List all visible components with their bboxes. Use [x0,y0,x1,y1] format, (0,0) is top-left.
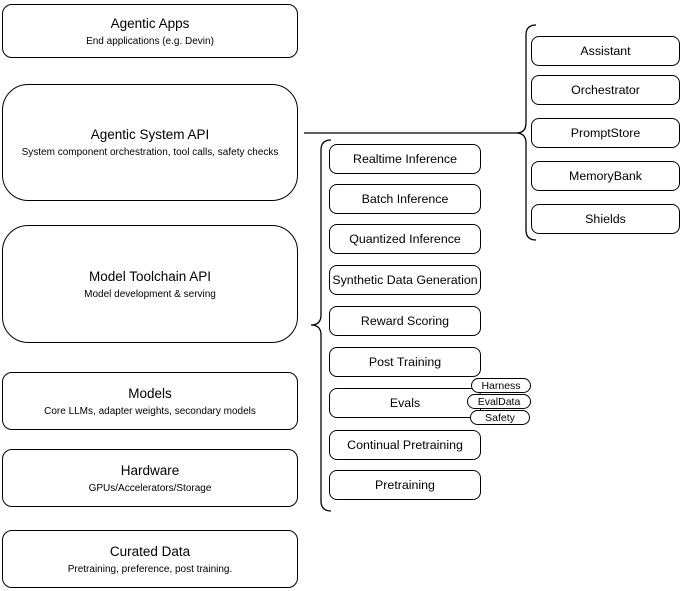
node-hardware: Hardware GPUs/Accelerators/Storage [2,449,298,507]
node-label: Realtime Inference [353,151,457,166]
pill-safety: Safety [470,410,530,425]
node-models: Models Core LLMs, adapter weights, secon… [2,372,298,430]
node-subtitle: End applications (e.g. Devin) [86,35,214,47]
node-label: Batch Inference [361,191,449,206]
node-continual-pretraining: Continual Pretraining [329,430,481,460]
pill-harness: Harness [471,378,531,393]
node-post-training: Post Training [329,347,481,377]
node-label: Pretraining [375,477,435,492]
node-label: Synthetic Data Generation [332,272,478,287]
node-title: Models [128,385,172,401]
node-label: Orchestrator [571,82,640,97]
node-label: Shields [585,211,626,226]
node-label: Quantized Inference [349,231,461,246]
node-title: Agentic Apps [110,15,190,31]
node-promptstore: PromptStore [531,118,680,148]
node-subtitle: Model development & serving [84,288,216,300]
node-label: Reward Scoring [360,313,450,328]
node-title: Hardware [120,462,180,478]
node-realtime-inference: Realtime Inference [329,144,481,174]
node-agentic-system-api: Agentic System API System component orch… [2,84,298,201]
node-synthetic-data-generation: Synthetic Data Generation [329,265,481,295]
node-reward-scoring: Reward Scoring [329,306,481,336]
pill-label: EvalData [477,395,521,408]
node-label: Evals [389,395,421,410]
node-subtitle: GPUs/Accelerators/Storage [88,482,212,494]
node-title: Agentic System API [90,127,210,142]
node-label: Assistant [580,43,631,58]
node-evals: Evals [329,388,481,418]
pill-label: Safety [485,411,515,424]
node-memorybank: MemoryBank [531,161,680,191]
node-title: Curated Data [109,543,191,559]
toolchain-brace [310,139,332,512]
node-title: Model Toolchain API [88,268,212,284]
node-model-toolchain-api: Model Toolchain API Model development & … [2,225,298,343]
node-subtitle: Pretraining, preference, post training. [67,563,233,575]
node-orchestrator: Orchestrator [531,75,680,105]
node-agentic-apps: Agentic Apps End applications (e.g. Devi… [2,4,298,58]
node-assistant: Assistant [531,36,680,66]
node-batch-inference: Batch Inference [329,184,481,214]
node-label: Continual Pretraining [347,437,463,452]
pill-label: Harness [481,379,521,392]
node-quantized-inference: Quantized Inference [329,224,481,254]
node-label: PromptStore [570,125,641,140]
node-subtitle: System component orchestration, tool cal… [21,147,279,158]
pill-evaldata: EvalData [467,394,531,409]
node-label: Post Training [368,354,442,369]
node-shields: Shields [531,204,680,234]
node-curated-data: Curated Data Pretraining, preference, po… [2,530,298,588]
node-subtitle: Core LLMs, adapter weights, secondary mo… [44,405,256,417]
node-label: MemoryBank [569,168,642,183]
node-pretraining: Pretraining [329,470,481,500]
